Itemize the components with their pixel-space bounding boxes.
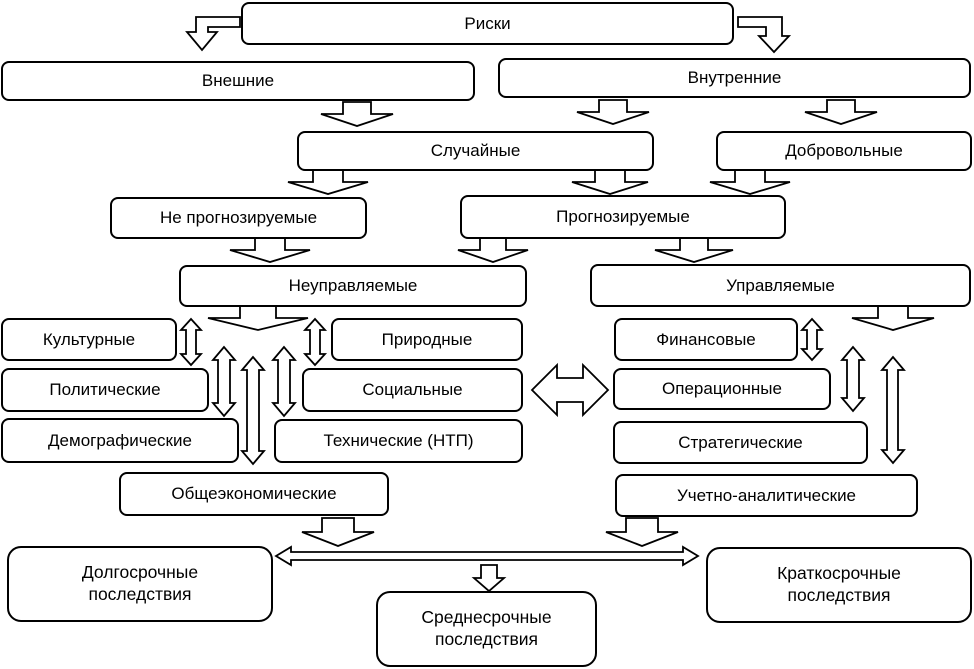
box-cultural: Культурные <box>1 318 177 361</box>
box-unpredictable: Не прогнозируемые <box>110 197 367 239</box>
down-arrow-internal-random <box>576 99 650 125</box>
label-technical: Технические (НТП) <box>323 431 474 451</box>
box-internal: Внутренние <box>498 58 971 98</box>
box-general-economic: Общеэкономические <box>119 472 389 516</box>
box-risks: Риски <box>241 2 734 45</box>
box-short-term: Краткосрочные последствия <box>706 547 972 623</box>
label-strategic: Стратегические <box>678 432 803 452</box>
box-financial: Финансовые <box>614 318 798 361</box>
double-arrow-consequences <box>274 545 700 567</box>
label-operational: Операционные <box>662 379 782 399</box>
double-arrow-uncontrollable-controllable <box>530 362 610 418</box>
label-short-term: Краткосрочные последствия <box>777 563 901 605</box>
down-arrow-medium-term <box>471 564 507 593</box>
bent-arrow-left <box>185 16 241 52</box>
label-risks: Риски <box>464 13 511 33</box>
label-predictable: Прогнозируемые <box>556 207 690 227</box>
box-technical: Технические (НТП) <box>274 419 523 463</box>
box-external: Внешние <box>1 61 475 101</box>
label-demographic: Демографические <box>48 430 192 450</box>
label-external: Внешние <box>201 71 275 91</box>
double-arrow-natural-social <box>302 317 328 367</box>
down-arrow-internal-voluntary <box>804 99 878 125</box>
box-random: Случайные <box>297 131 654 171</box>
label-uncontrollable: Неуправляемые <box>288 276 418 296</box>
box-uncontrollable: Неуправляемые <box>179 265 527 307</box>
box-controllable: Управляемые <box>590 264 971 307</box>
down-arrow-voluntary-pred <box>709 169 791 195</box>
down-arrow-controllable-children <box>851 305 935 331</box>
label-long-term: Долгосрочные последствия <box>81 562 199 604</box>
label-controllable: Управляемые <box>726 275 835 295</box>
double-arrow-cultural-political <box>178 317 204 367</box>
bent-arrow-right <box>737 16 792 54</box>
box-long-term: Долгосрочные последствия <box>7 546 273 622</box>
down-arrow-random-pred <box>571 169 649 195</box>
double-arrow-general-economic <box>240 355 266 466</box>
box-voluntary: Добровольные <box>716 131 972 171</box>
label-cultural: Культурные <box>42 329 136 349</box>
double-arrow-strategic-accounting <box>880 355 906 465</box>
down-arrow-general-economic <box>301 517 375 547</box>
label-social: Социальные <box>362 380 463 400</box>
down-arrow-pred-controllable <box>654 237 734 263</box>
label-financial: Финансовые <box>656 329 756 349</box>
box-predictable: Прогнозируемые <box>460 195 786 239</box>
label-internal: Внутренние <box>687 68 782 88</box>
box-operational: Операционные <box>613 368 831 410</box>
down-arrow-uncontrollable-children <box>207 305 309 331</box>
double-arrow-political-demographic <box>211 345 237 418</box>
box-social: Социальные <box>302 368 523 412</box>
label-unpredictable: Не прогнозируемые <box>159 208 318 228</box>
down-arrow-external-random <box>320 101 394 127</box>
label-general-economic: Общеэкономические <box>171 484 337 504</box>
double-arrow-operational-strategic <box>840 345 866 413</box>
label-political: Политические <box>49 380 161 400</box>
label-random: Случайные <box>430 141 521 161</box>
box-accounting-analytical: Учетно-аналитические <box>615 474 918 517</box>
down-arrow-unpred-uncontrollable <box>229 237 311 263</box>
down-arrow-random-unpred <box>287 169 369 195</box>
label-natural: Природные <box>381 329 473 349</box>
label-medium-term: Среднесрочные последствия <box>421 607 552 649</box>
box-political: Политические <box>1 368 209 412</box>
box-strategic: Стратегические <box>613 421 868 464</box>
double-arrow-social-technical <box>271 345 297 418</box>
double-arrow-financial-operational <box>799 317 825 362</box>
down-arrow-pred-uncontrollable <box>457 237 529 263</box>
label-voluntary: Добровольные <box>785 141 903 161</box>
down-arrow-accounting <box>605 517 679 547</box>
label-accounting-analytical: Учетно-аналитические <box>676 485 857 505</box>
box-natural: Природные <box>331 318 523 361</box>
box-demographic: Демографические <box>1 418 239 463</box>
box-medium-term: Среднесрочные последствия <box>376 591 597 667</box>
